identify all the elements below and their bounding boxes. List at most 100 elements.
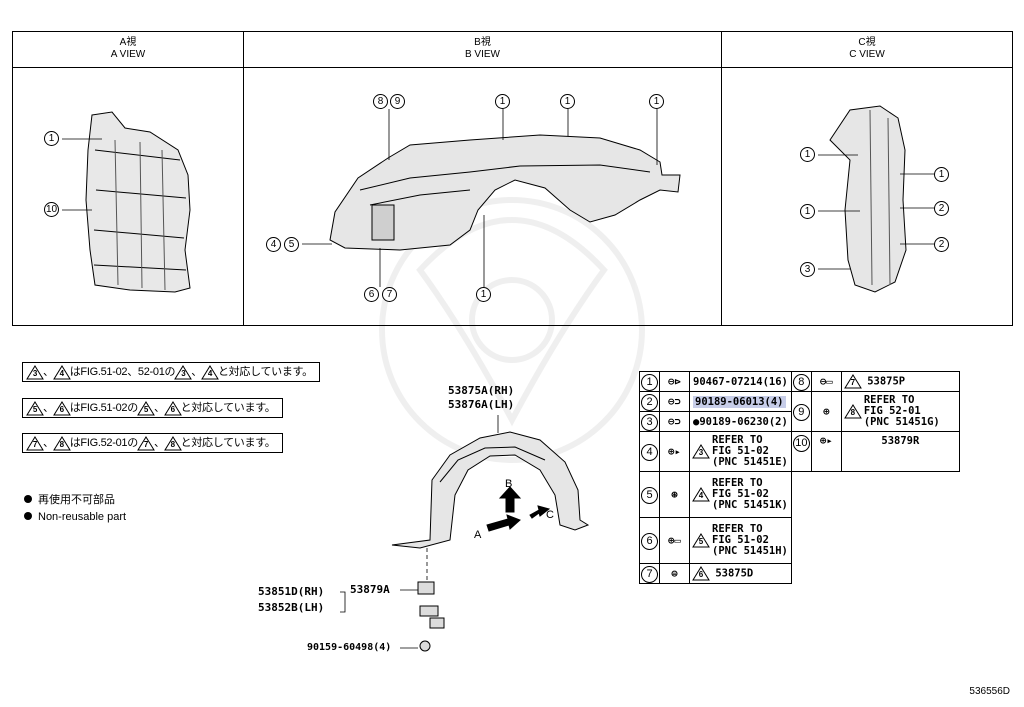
triangle-mark-icon: 4 [692, 487, 710, 502]
clip-icon: ⊖⊃ [659, 391, 690, 412]
fender-liner-main [391, 431, 590, 549]
b-view-leaders [302, 109, 658, 287]
triangle-mark-icon: 7 [137, 435, 155, 451]
triangle-mark-icon: 7 [843, 374, 862, 389]
clip-icon: ⊜ [659, 563, 690, 584]
clip-icon: ⊛ [659, 471, 690, 518]
callout-circle: 2 [934, 201, 949, 216]
screw-label: 90159-60498(4) [307, 642, 392, 653]
a-view-title-en: A VIEW [110, 49, 146, 60]
triangle-mark-icon: 8 [163, 435, 182, 451]
b-view-header: B視 B VIEW [244, 32, 721, 68]
part-code[interactable]: ●90189-06230(2) [689, 411, 792, 432]
triangle-mark-icon: 5 [692, 533, 710, 548]
part-code[interactable]: 53879R [840, 431, 960, 472]
triangle-mark-icon: 5 [26, 400, 44, 416]
arrow-a-label: A [474, 529, 482, 541]
figure-id: 536556D [969, 686, 1010, 697]
clip-label: 53879A [350, 583, 390, 596]
c-view-leaders [818, 154, 934, 270]
table-row: 5 ⊛ 4 REFER TO FIG 51-02 (PNC 51451K) [639, 471, 960, 518]
legend-jp: 再使用不可部品 [24, 493, 115, 507]
c-view-header: C視 C VIEW [722, 32, 1012, 68]
triangle-mark-icon: 6 [52, 400, 71, 416]
liner-lh-label: 53876A(LH) [448, 398, 515, 411]
callout-circle: 10 [44, 202, 59, 217]
a-view-column: A視 A VIEW [13, 32, 244, 325]
a-view-leaders [62, 138, 102, 211]
arrows [486, 486, 551, 532]
triangle-mark-icon: 6 [163, 400, 182, 416]
triangle-mark-icon: 3 [692, 444, 710, 459]
bullet-icon [24, 512, 32, 520]
triangle-mark-icon: 6 [692, 566, 710, 581]
main-leaders [340, 415, 499, 649]
b-view-title-jp: B視 [474, 37, 491, 48]
b-view-column: B視 B VIEW [244, 32, 722, 325]
callout-circle: 8 [373, 94, 388, 109]
callout-circle: 1 [800, 204, 815, 219]
clip-icon: ⊕▸ [810, 431, 842, 472]
arrow-c-label: C [546, 509, 554, 521]
arrow-b-label: B [505, 478, 513, 490]
callout-circle: 1 [44, 131, 59, 146]
b-view-part [329, 134, 681, 251]
table-row: 6 ⊕▭ 5 REFER TO FIG 51-02 (PNC 51451H) [639, 517, 960, 564]
callout-circle: 1 [560, 94, 575, 109]
callout-circle: 1 [649, 94, 664, 109]
callout-circle: 1 [476, 287, 491, 302]
bolt-icon: ⊖⊳ [659, 371, 690, 392]
c-view-title-jp: C視 [858, 37, 876, 48]
views-panel: A視 A VIEW B視 B VIEW C視 C VIEW [12, 31, 1013, 326]
seal-rh-label: 53851D(RH) [258, 585, 325, 598]
callout-circle: 3 [800, 262, 815, 277]
clip-icon: ⊕ [810, 391, 842, 432]
callout-circle: 5 [284, 237, 299, 252]
clip-parts [417, 581, 445, 652]
triangle-mark-icon: 8 [52, 435, 71, 451]
b-view-title-en: B VIEW [464, 49, 500, 60]
callout-circle: 1 [934, 167, 949, 182]
table-row: 3 ⊖⊃ ●90189-06230(2) [639, 411, 960, 432]
table-row: 7 ⊜ 6 53875D [639, 563, 960, 584]
callout-circle: 7 [382, 287, 397, 302]
part-code-highlighted[interactable]: 90189-06013(4) [693, 395, 786, 408]
callout-circle: 6 [364, 287, 379, 302]
bullet-icon [24, 495, 32, 503]
seal-lh-label: 53852B(LH) [258, 601, 325, 614]
table-row: 4 ⊕▸ 3 REFER TO FIG 51-02 (PNC 51451E) 1… [639, 431, 960, 472]
callout-circle: 2 [934, 237, 949, 252]
a-view-header: A視 A VIEW [13, 32, 243, 68]
bolt-icon: ⊕▭ [659, 517, 690, 564]
c-view-part [829, 105, 907, 293]
watermark-emblem [379, 197, 645, 463]
triangle-mark-icon: 8 [843, 404, 862, 419]
triangle-mark-icon: 3 [26, 364, 44, 380]
part-code[interactable]: 90467-07214(16) [689, 371, 792, 392]
triangle-mark-icon: 4 [52, 364, 71, 380]
legend-en: Non-reusable part [24, 510, 126, 524]
c-view-title-en: C VIEW [849, 49, 885, 60]
parts-table: 1 ⊖⊳ 90467-07214(16) 8 ⊖▭ 7 53875P 2 ⊖⊃ … [639, 371, 960, 584]
c-view-column: C視 C VIEW [722, 32, 1012, 325]
triangle-mark-icon: 5 [137, 400, 155, 416]
a-view-part [85, 111, 191, 293]
triangle-mark-icon: 4 [201, 364, 219, 380]
part-code[interactable]: 53875P [867, 375, 906, 388]
clip-icon: ⊖⊃ [659, 411, 690, 432]
triangle-mark-icon: 3 [174, 364, 193, 380]
triangle-mark-icon: 7 [26, 435, 44, 451]
callout-circle: 4 [266, 237, 281, 252]
bolt-icon: ⊕▸ [659, 431, 690, 472]
part-code[interactable]: 53875D [715, 567, 754, 580]
liner-rh-label: 53875A(RH) [448, 384, 515, 397]
a-view-title-jp: A視 [119, 37, 137, 48]
table-row: 1 ⊖⊳ 90467-07214(16) 8 ⊖▭ 7 53875P [639, 371, 960, 392]
callout-circle: 9 [390, 94, 405, 109]
callout-circle: 1 [800, 147, 815, 162]
table-row: 2 ⊖⊃ 90189-06013(4) 9 ⊕ 8 REFER TO FIG 5… [639, 391, 960, 432]
